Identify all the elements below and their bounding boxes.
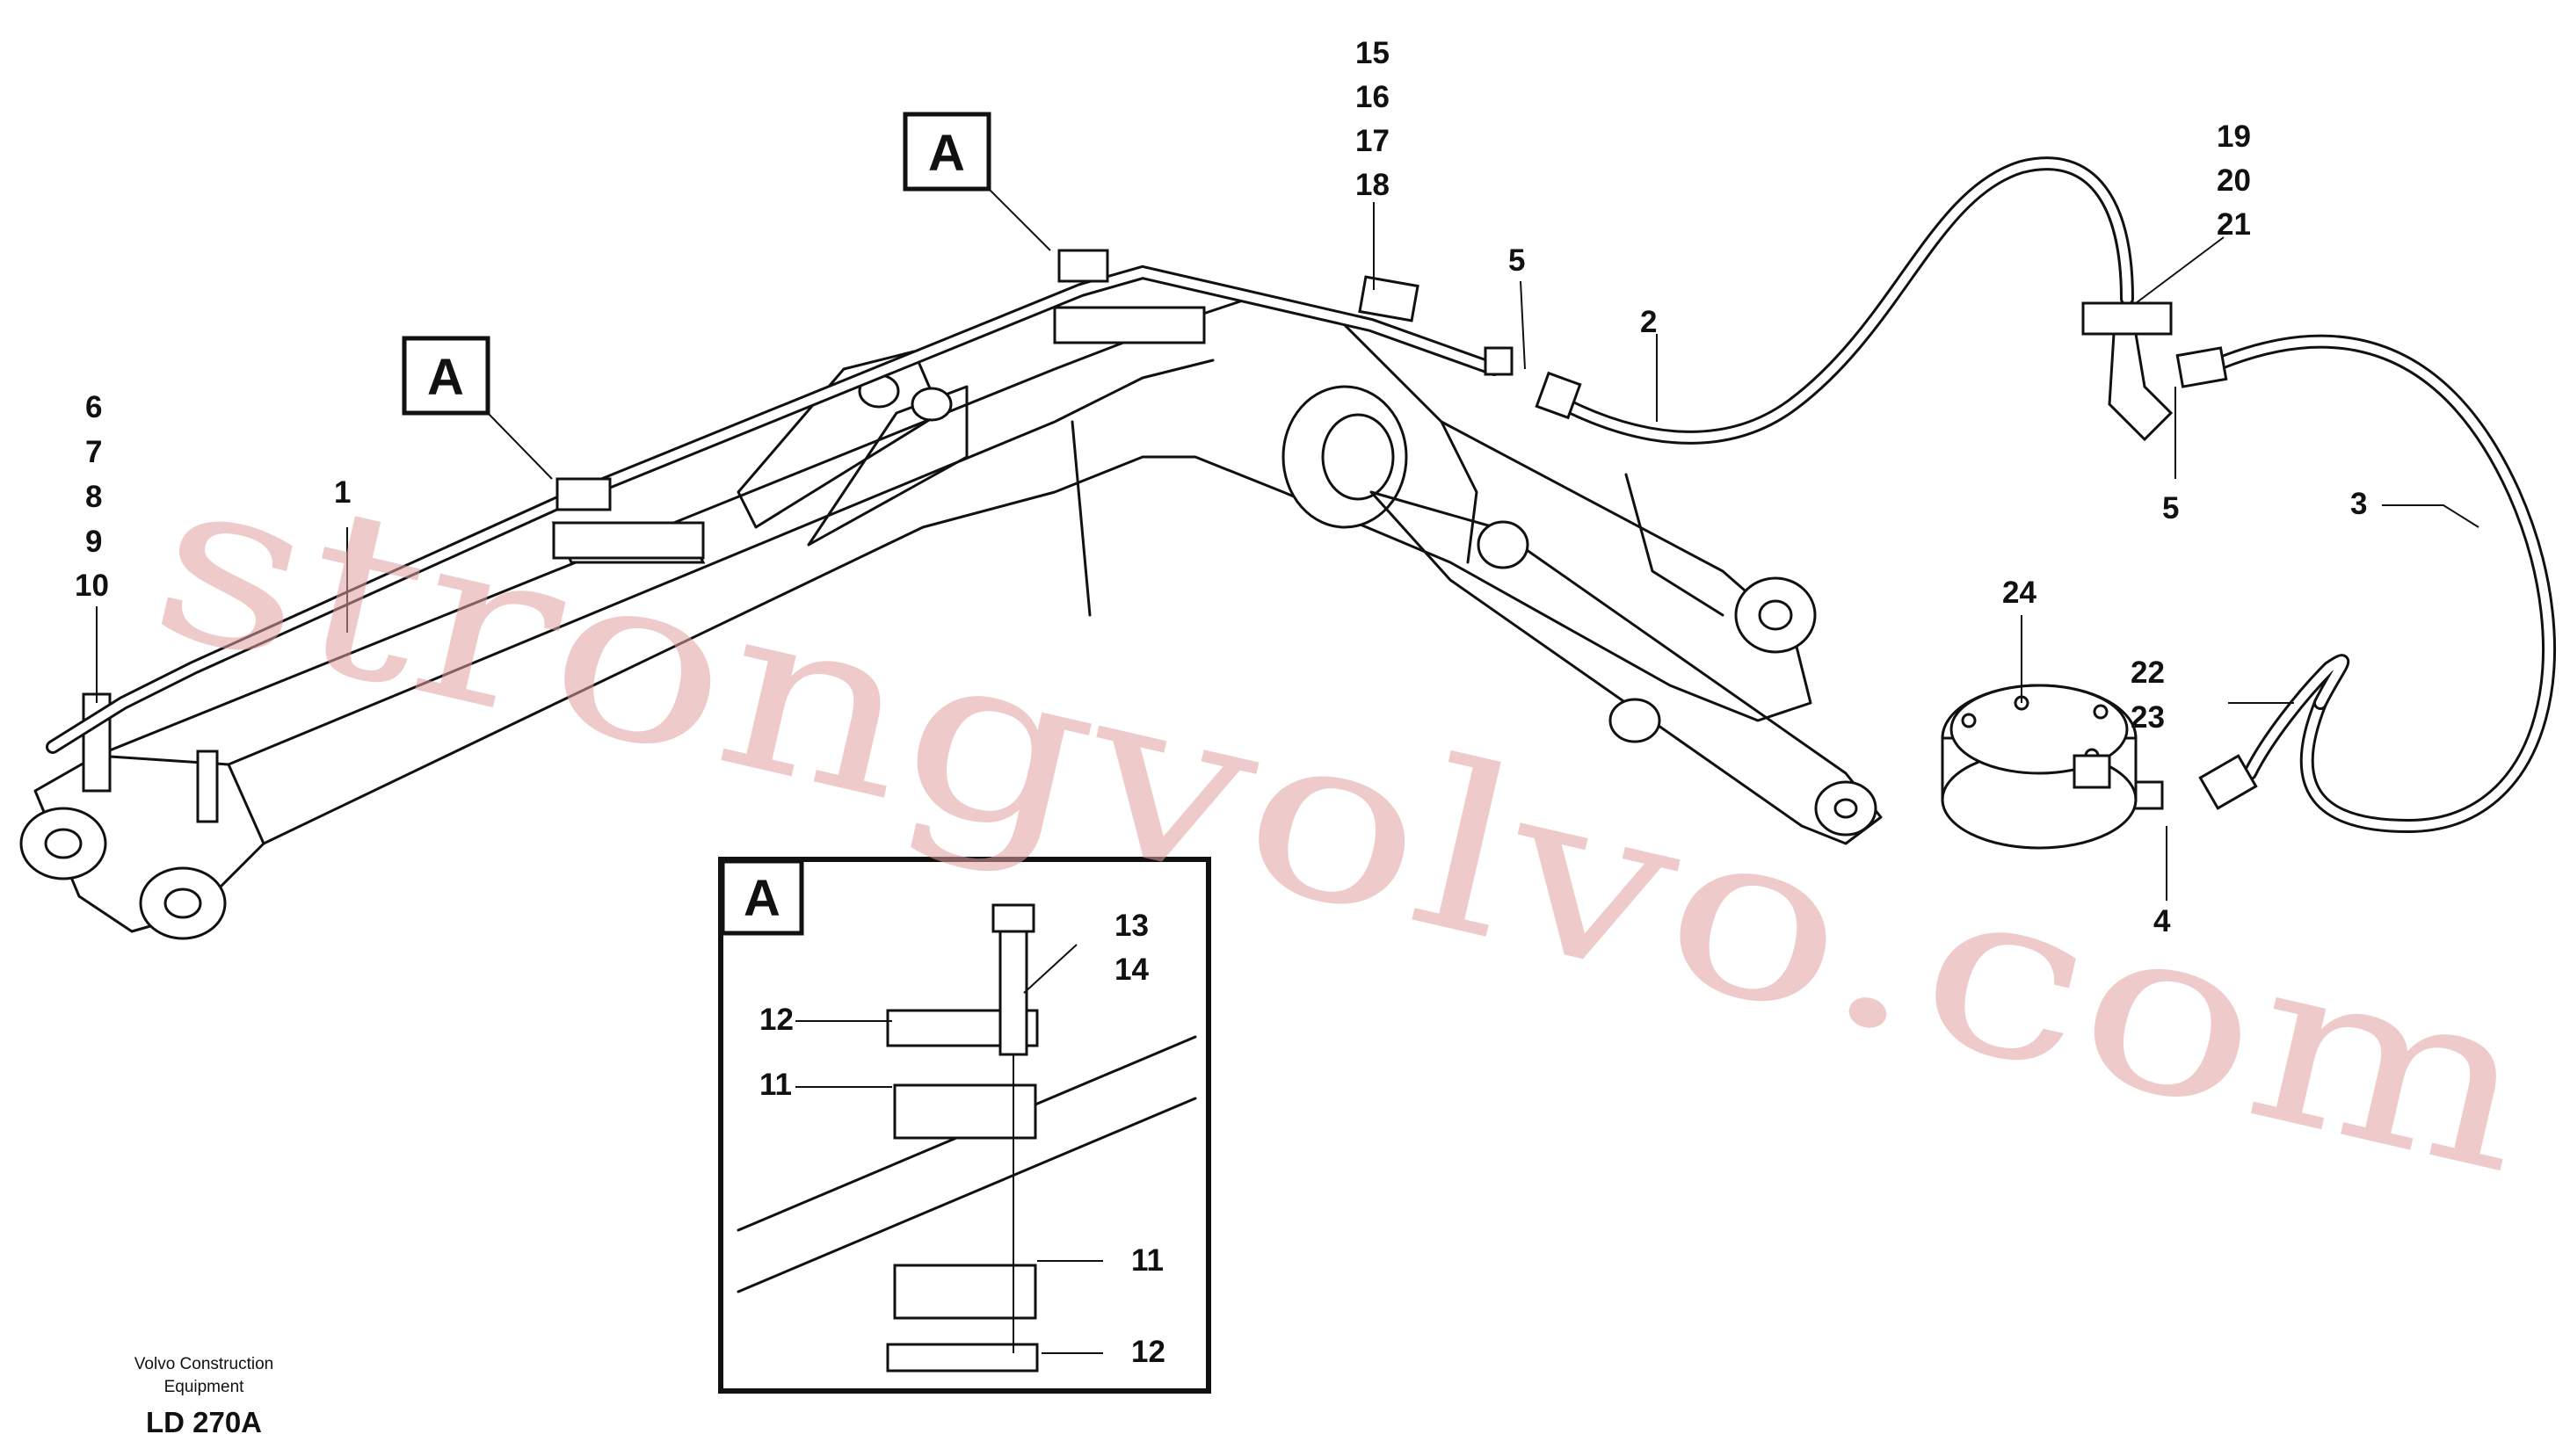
callout-11b: 11	[1131, 1243, 1164, 1278]
detail-view-a	[718, 857, 1211, 1394]
view-marker-a-box-2	[402, 336, 490, 416]
callout-6: 6	[85, 390, 102, 424]
callout-22: 22	[2131, 656, 2165, 690]
view-marker-a-box-1	[903, 112, 991, 192]
callout-12b: 12	[1131, 1335, 1165, 1369]
callout-23: 23	[2131, 700, 2165, 735]
hydraulic-hose-2	[1358, 156, 2134, 445]
clamp-block-2	[1053, 249, 1206, 344]
callout-1: 1	[334, 475, 351, 510]
callout-13: 13	[1114, 909, 1149, 943]
callout-16: 16	[1355, 80, 1390, 114]
callout-20: 20	[2217, 163, 2251, 198]
view-marker-a-2: A	[427, 349, 464, 406]
caption-line-1: Volvo Construction	[134, 1355, 273, 1373]
callout-7: 7	[85, 435, 102, 469]
detail-marker-a: A	[744, 870, 780, 927]
callout-11a: 11	[759, 1068, 792, 1102]
callout-5a: 5	[1508, 243, 1525, 278]
leader-lines	[96, 188, 2479, 1354]
callout-24: 24	[2002, 576, 2036, 610]
boom-arm	[19, 297, 1883, 940]
callout-4: 4	[2153, 904, 2171, 938]
watermark: strongvolvo.com	[132, 421, 2555, 1225]
caption-line-2: Equipment	[164, 1378, 245, 1396]
hydraulic-pipe-1	[46, 264, 1501, 754]
callout-3: 3	[2350, 487, 2367, 521]
clamp-block-1	[551, 477, 706, 564]
callout-5b: 5	[2162, 491, 2179, 525]
callout-17: 17	[1355, 124, 1390, 158]
callout-15: 15	[1355, 36, 1390, 70]
detail-marker-box	[720, 858, 804, 936]
drawing-code: LD 270A	[146, 1406, 262, 1438]
callout-10: 10	[75, 569, 109, 603]
view-marker-a-1: A	[928, 125, 965, 182]
callout-21: 21	[2217, 207, 2251, 242]
hydraulic-hose-3	[2081, 301, 2556, 834]
callout-14: 14	[1114, 953, 1149, 987]
callout-18: 18	[1355, 168, 1390, 202]
valve-block-24	[1941, 684, 2138, 850]
callout-8: 8	[85, 480, 102, 514]
callout-12a: 12	[759, 1003, 794, 1037]
callout-9: 9	[85, 525, 102, 559]
callout-19: 19	[2217, 120, 2251, 154]
callout-2: 2	[1640, 305, 1657, 339]
